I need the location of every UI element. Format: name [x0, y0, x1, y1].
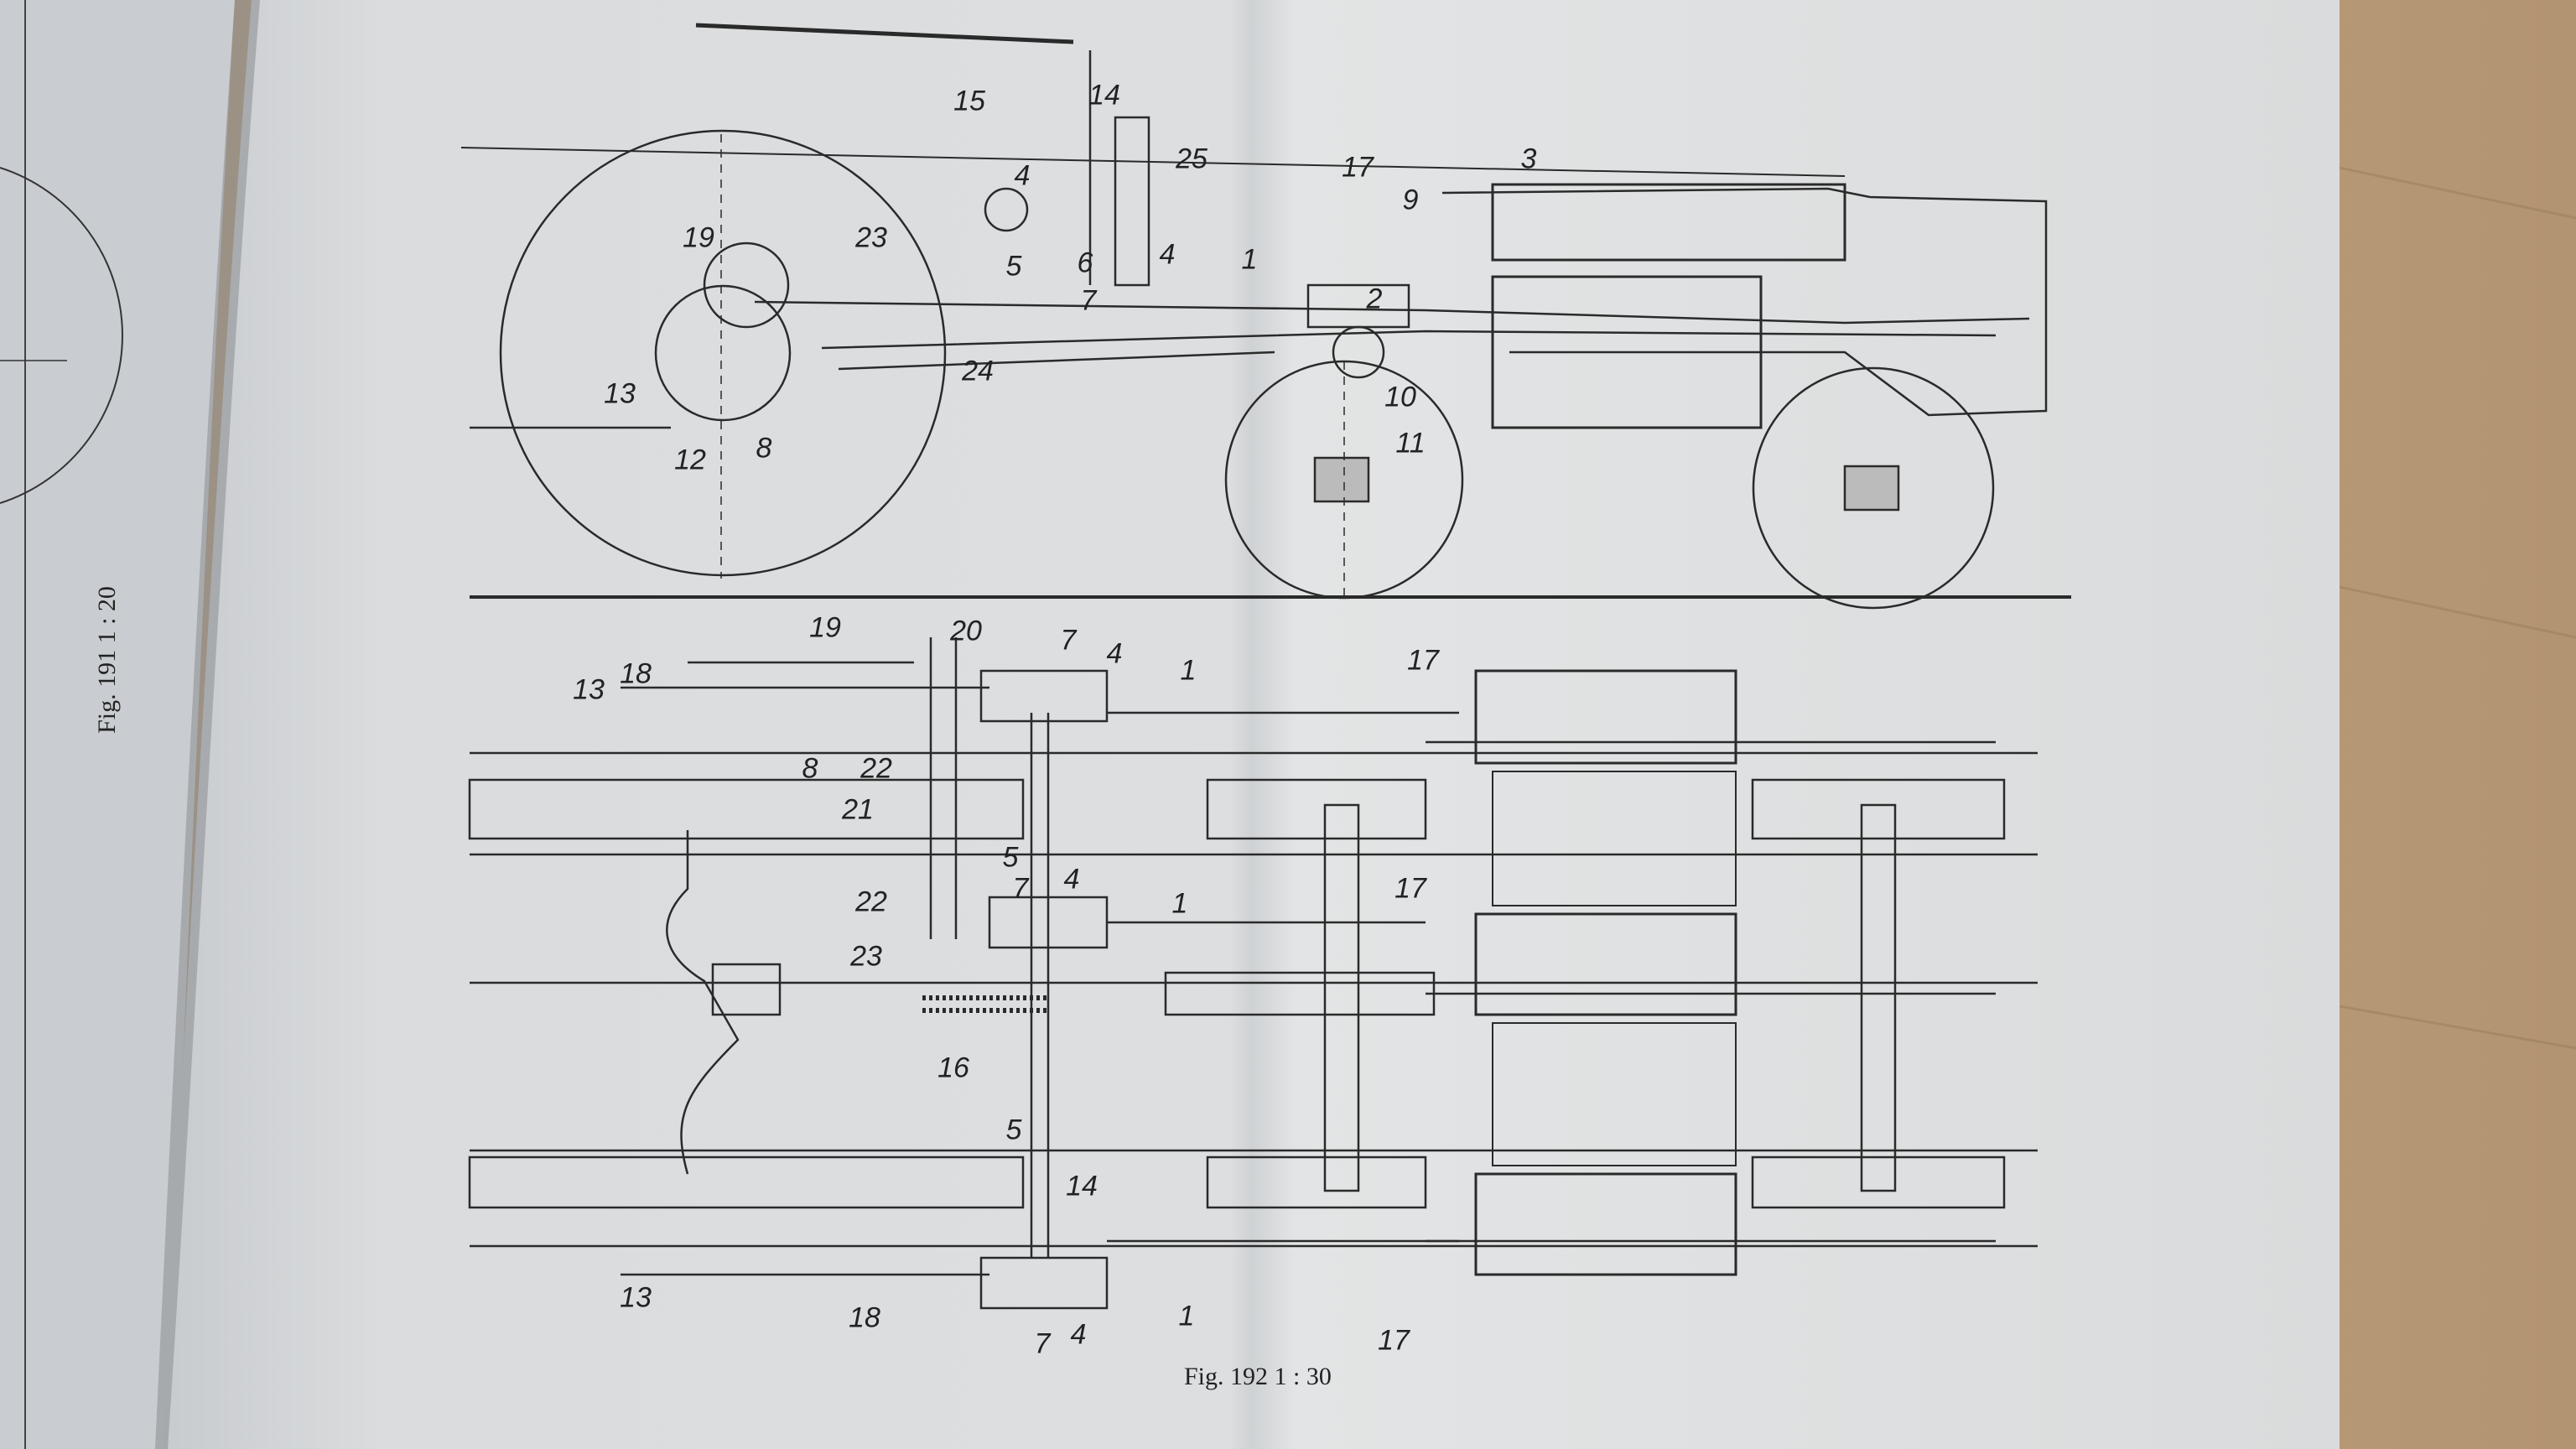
part-label: 19 [683, 221, 714, 254]
cylinder-rear [1474, 1172, 1737, 1276]
part-label: 14 [1088, 79, 1120, 112]
part-label: 7 [1012, 872, 1029, 905]
part-label: 25 [1176, 143, 1208, 175]
figure-192-caption: Fig. 192 1 : 30 [1184, 1363, 1332, 1390]
driving-wheel [499, 129, 947, 577]
main-spread-page [164, 0, 2340, 1449]
part-label: 1 [1178, 1300, 1195, 1332]
part-label: 12 [674, 444, 706, 476]
part-label: 8 [756, 432, 772, 465]
part-label: 4 [1070, 1318, 1087, 1351]
part-label: 5 [1005, 1114, 1022, 1146]
cylinder-front [1474, 669, 1737, 765]
fig191-side-view [460, 23, 2071, 610]
part-label: 6 [1077, 247, 1093, 279]
part-label: 23 [850, 940, 882, 973]
part-label: 20 [950, 615, 982, 647]
part-label: 1 [1241, 243, 1258, 276]
part-label: 13 [573, 673, 605, 706]
part-label: 18 [849, 1301, 880, 1334]
trailing-wheel [1752, 366, 1995, 610]
cylinder-middle [1474, 912, 1737, 1016]
figure-191-caption: Fig. 191 1 : 20 [92, 586, 121, 734]
part-label: 3 [1520, 143, 1537, 175]
part-label: 23 [855, 221, 887, 254]
part-label: 17 [1407, 644, 1439, 677]
part-label: 13 [620, 1281, 652, 1314]
part-label: 21 [842, 793, 874, 826]
crank-axle [666, 830, 740, 1175]
wood-grain [2339, 166, 2576, 1050]
part-label: 22 [860, 752, 892, 785]
part-label: 16 [937, 1052, 969, 1084]
part-label: 5 [1005, 250, 1022, 283]
part-label: 11 [1395, 427, 1426, 460]
part-label: 17 [1378, 1324, 1410, 1357]
part-label: 17 [1342, 151, 1374, 184]
part-label: 17 [1394, 872, 1426, 905]
part-label: 2 [1366, 283, 1383, 315]
part-label: 19 [809, 611, 841, 644]
part-label: 4 [1014, 159, 1031, 192]
page-shadow [155, 0, 260, 1449]
part-label: 15 [953, 85, 985, 117]
part-label: 18 [620, 657, 652, 690]
part-label: 4 [1063, 863, 1080, 896]
part-label: 7 [1080, 284, 1097, 317]
part-label: 24 [962, 355, 994, 387]
part-label: 14 [1066, 1170, 1098, 1202]
part-label: 4 [1159, 238, 1176, 271]
part-label: 9 [1402, 184, 1419, 216]
part-label: 8 [802, 752, 818, 785]
part-label: 13 [604, 377, 636, 410]
part-label: 5 [1002, 841, 1019, 874]
part-label: 1 [1180, 654, 1197, 687]
fig192-plan-view [468, 637, 2038, 1310]
part-label: 4 [1106, 637, 1123, 670]
left-page-arc [0, 167, 123, 504]
part-label: 7 [1034, 1327, 1051, 1360]
part-label: 22 [855, 886, 887, 918]
part-label: 7 [1060, 624, 1077, 657]
part-label: 10 [1384, 381, 1416, 413]
part-label: 1 [1171, 887, 1188, 920]
